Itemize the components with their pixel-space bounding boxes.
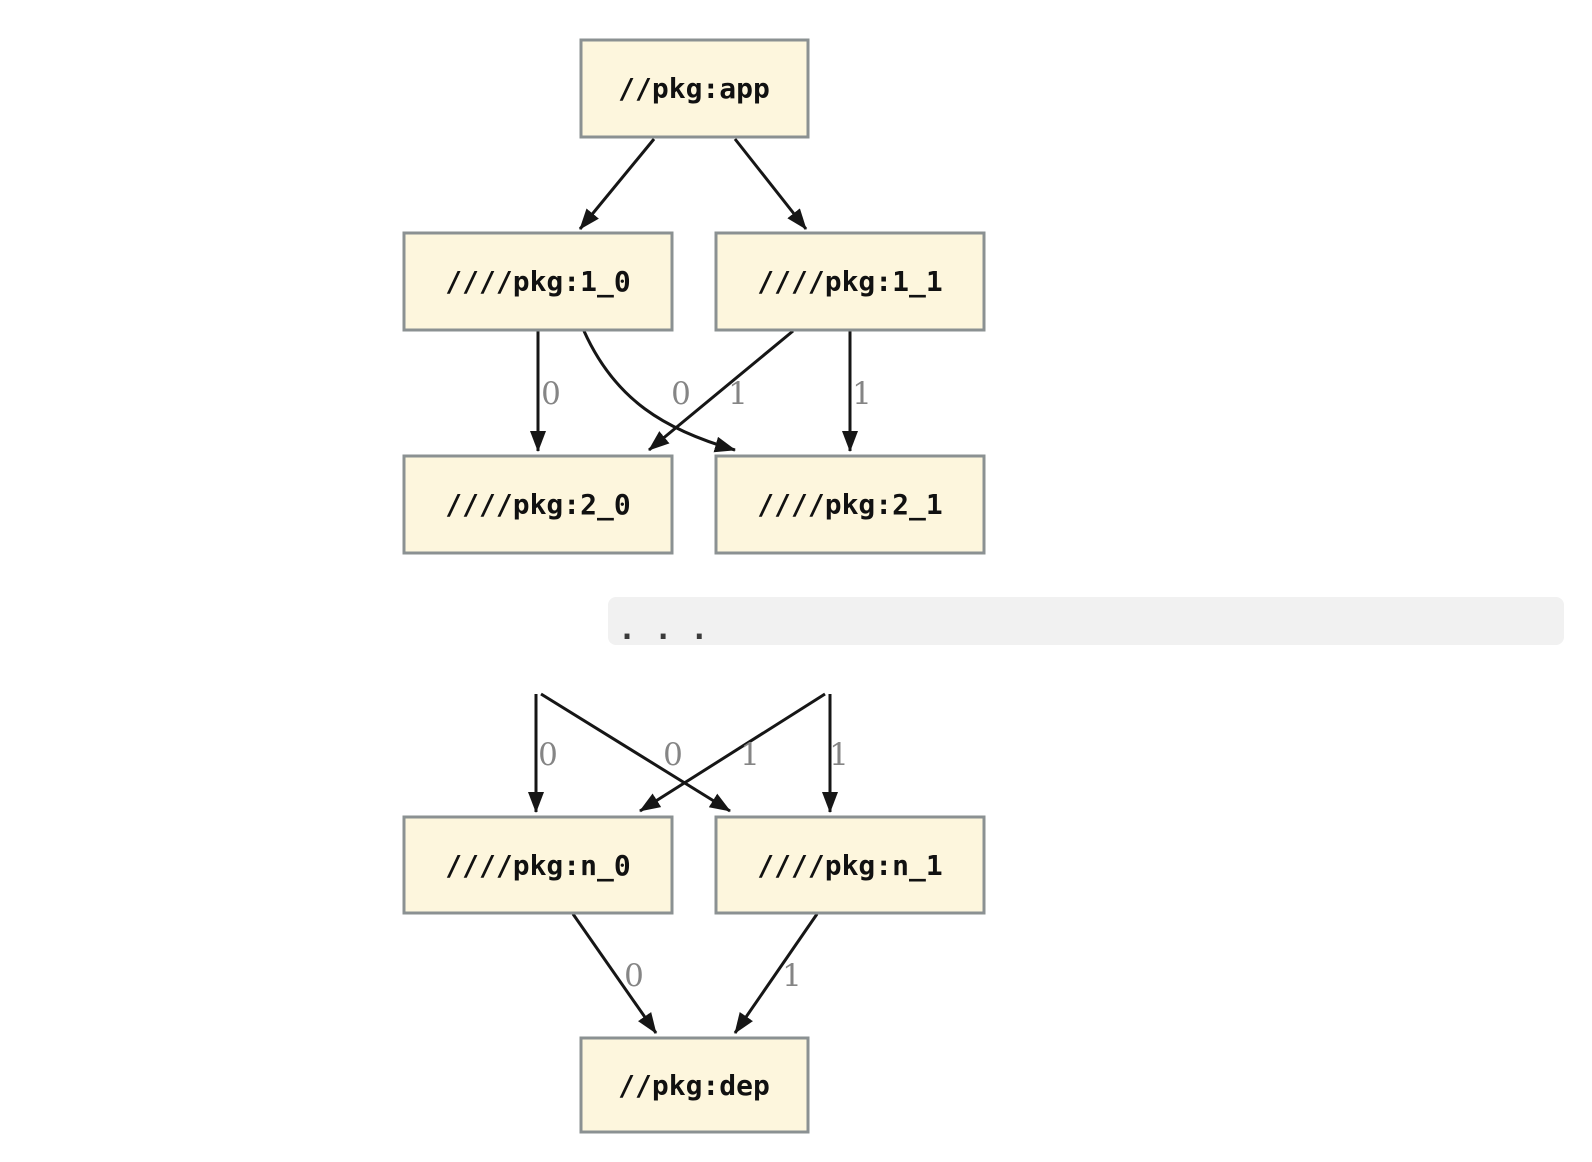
edge-n-0-to-dep xyxy=(571,913,658,1034)
edge-label-n-1-to-dep: 1 xyxy=(782,958,802,994)
node-1-0-box xyxy=(402,231,674,332)
edge-label-ellipsis-to-n-1-right: 1 xyxy=(829,737,849,773)
edge-group xyxy=(528,138,858,1034)
node-1-1-box xyxy=(714,231,986,332)
edge-label-group: 0 0 1 1 0 0 1 1 0 1 xyxy=(538,376,872,994)
node-n-0: ////pkg:n_0 xyxy=(402,815,674,915)
edge-n-1-to-dep xyxy=(733,913,819,1034)
edge-label-1-1-to-2-0: 0 xyxy=(671,376,691,412)
edge-label-ellipsis-to-n-1-cross: 1 xyxy=(740,737,760,773)
node-app-label: //pkg:app xyxy=(618,72,770,105)
node-dep: //pkg:dep xyxy=(579,1036,810,1134)
edge-app-to-1-1 xyxy=(733,138,808,230)
edge-label-1-0-to-2-1: 1 xyxy=(728,376,748,412)
node-n-1: ////pkg:n_1 xyxy=(714,815,986,915)
ellipsis-label: . . . xyxy=(618,612,708,647)
node-dep-box xyxy=(579,1036,810,1134)
edge-app-to-1-0 xyxy=(578,138,656,230)
node-2-0-label: ////pkg:2_0 xyxy=(445,488,630,521)
node-1-0-label: ////pkg:1_0 xyxy=(445,265,630,298)
node-n-1-label: ////pkg:n_1 xyxy=(757,849,942,882)
edge-label-n-0-to-dep: 0 xyxy=(624,958,644,994)
edge-label-1-0-to-2-0: 0 xyxy=(541,376,561,412)
node-2-1-box xyxy=(714,454,986,555)
edge-1-1-to-2-0 xyxy=(648,329,794,452)
edge-1-0-to-2-1 xyxy=(582,330,736,453)
node-n-0-label: ////pkg:n_0 xyxy=(445,849,630,882)
edge-label-ellipsis-to-n-0-left: 0 xyxy=(538,737,558,773)
edge-ellipsis-to-n-0-cross xyxy=(639,692,826,813)
edge-label-ellipsis-to-n-0-cross: 0 xyxy=(663,737,683,773)
edge-label-1-1-to-2-1: 1 xyxy=(852,376,872,412)
node-app: //pkg:app xyxy=(579,38,810,139)
edge-ellipsis-to-n-1-cross xyxy=(540,692,731,813)
node-1-0: ////pkg:1_0 xyxy=(402,231,674,332)
node-app-box xyxy=(579,38,810,139)
node-dep-label: //pkg:dep xyxy=(618,1069,770,1102)
node-1-1-label: ////pkg:1_1 xyxy=(757,265,942,298)
node-2-1: ////pkg:2_1 xyxy=(714,454,986,555)
node-2-1-label: ////pkg:2_1 xyxy=(757,488,942,521)
node-n-0-box xyxy=(402,815,674,915)
node-2-0: ////pkg:2_0 xyxy=(402,454,674,555)
node-1-1: ////pkg:1_1 xyxy=(714,231,986,332)
node-n-1-box xyxy=(714,815,986,915)
node-2-0-box xyxy=(402,454,674,555)
ellipsis-separator: . . . xyxy=(608,597,1564,647)
ellipsis-separator-bar xyxy=(608,597,1564,645)
